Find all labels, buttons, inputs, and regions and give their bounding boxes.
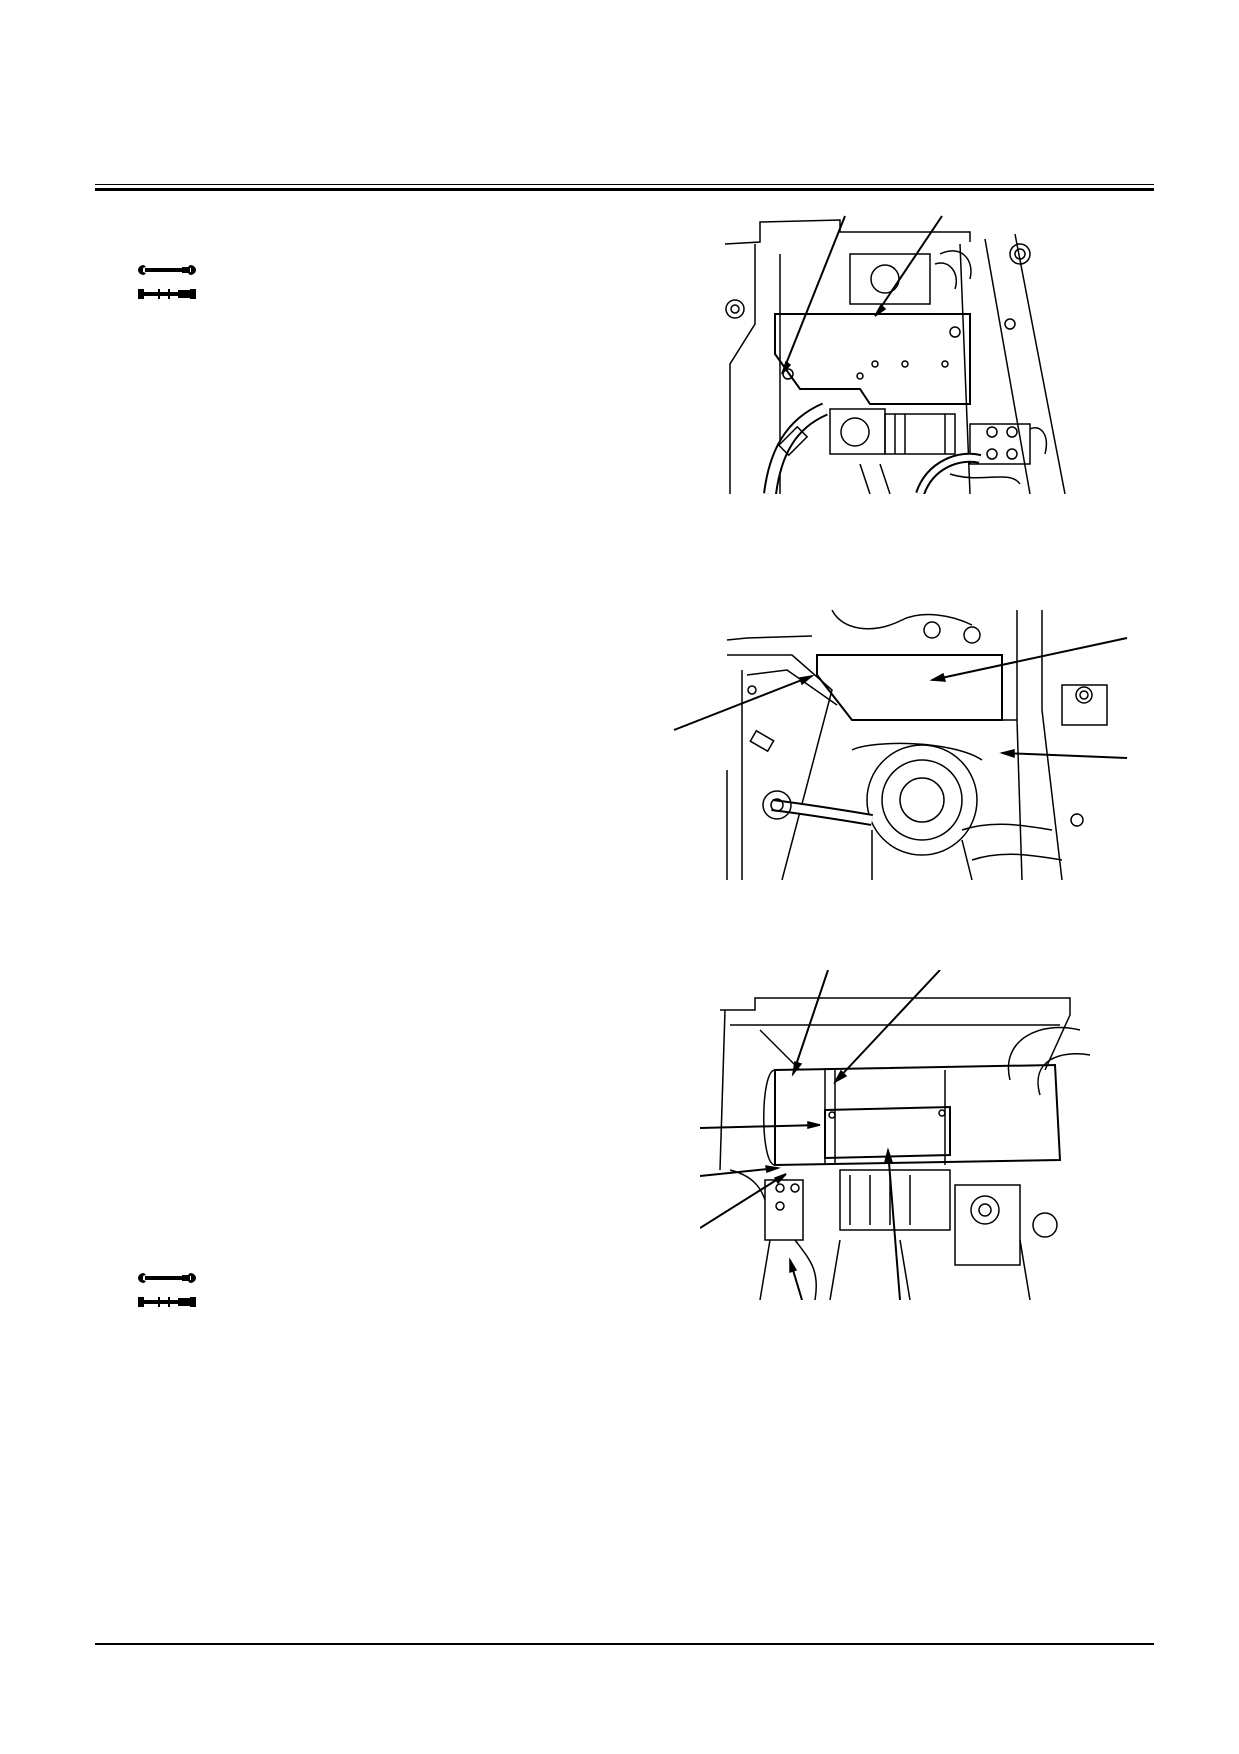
figure-side-panel	[672, 610, 1134, 880]
wrench-icon	[138, 262, 196, 278]
footer-rule	[95, 1643, 1154, 1645]
wrench-icon	[138, 1270, 196, 1286]
figure-engine-cover	[720, 214, 1090, 494]
torque-wrench-icon	[138, 286, 196, 302]
header-rule-thin	[95, 184, 1154, 185]
torque-wrench-icon	[138, 1294, 196, 1310]
header-rule-thick	[95, 188, 1154, 191]
figure-muffler	[700, 970, 1090, 1300]
